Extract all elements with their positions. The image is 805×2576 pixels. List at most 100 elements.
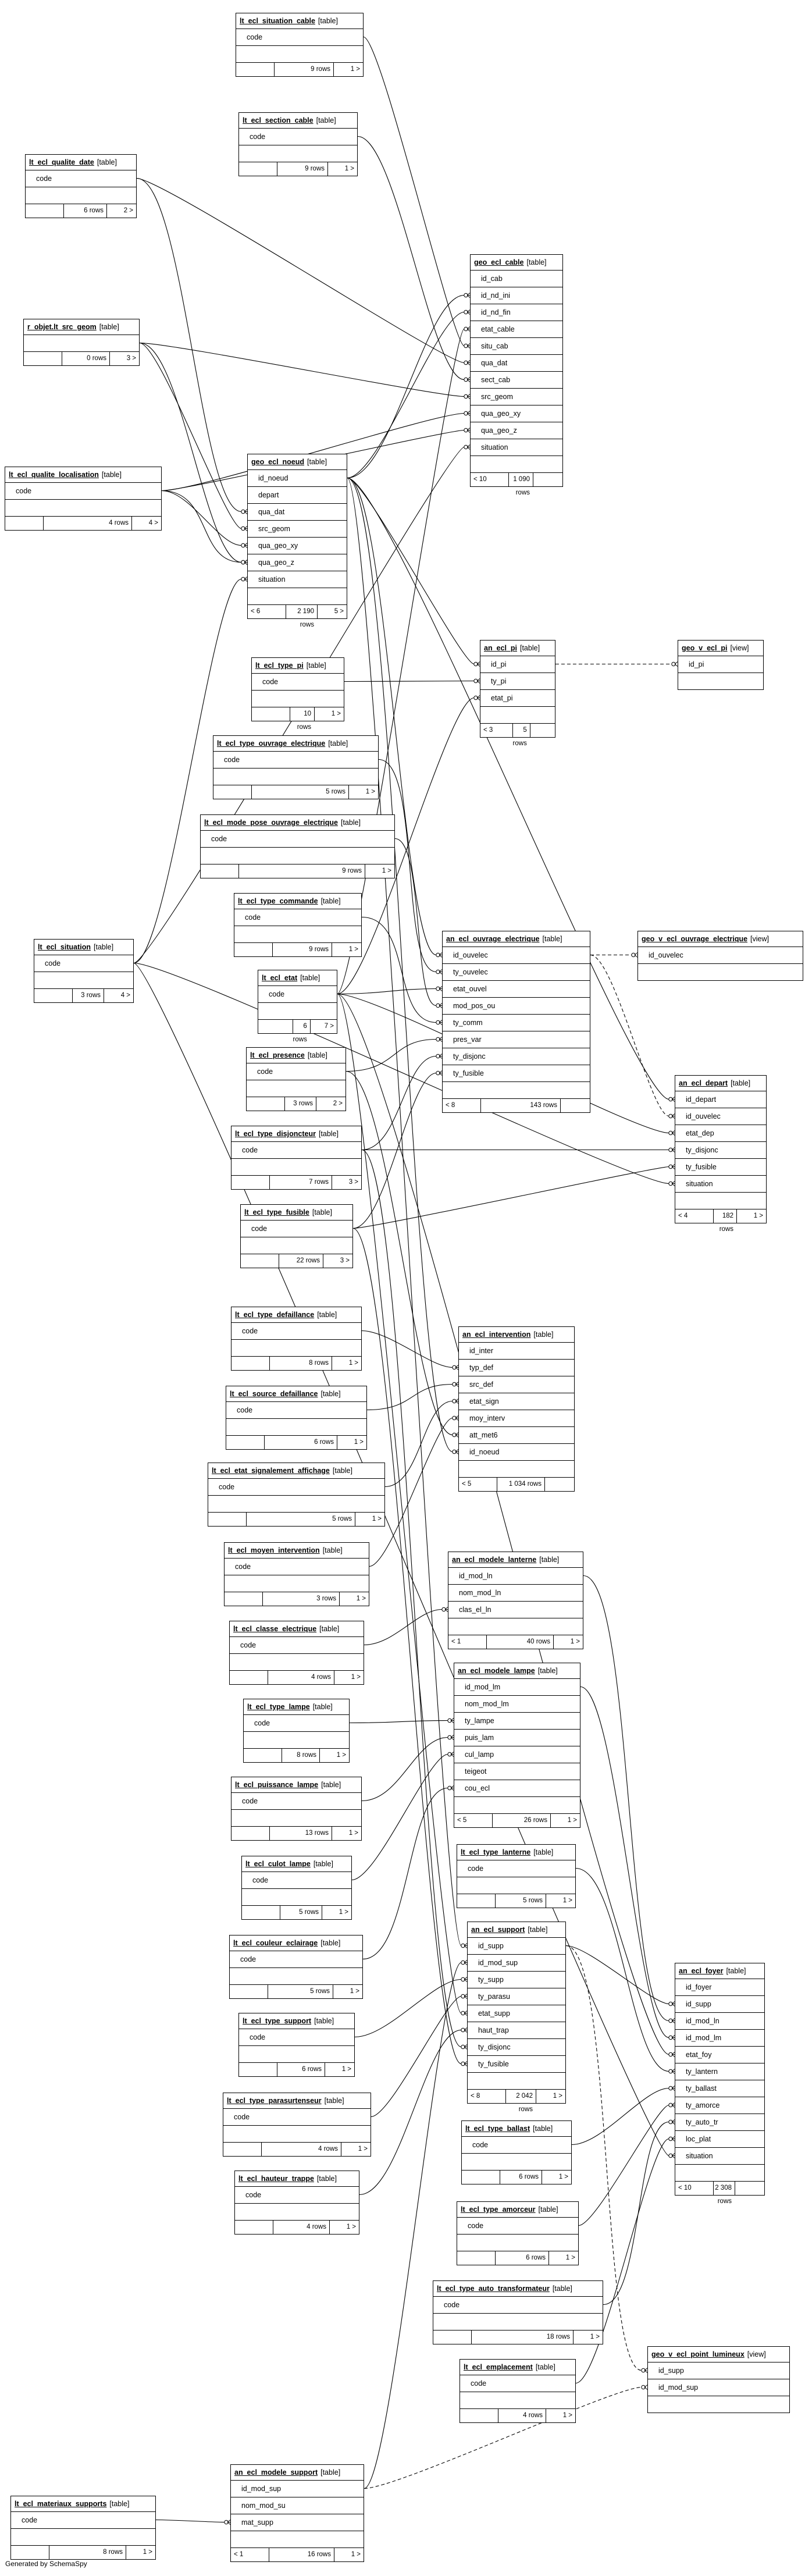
table-name[interactable]: lt_ecl_qualite_localisation bbox=[9, 471, 99, 479]
column-situation[interactable]: situation bbox=[675, 1176, 766, 1193]
column-etat-foy[interactable]: etat_foy bbox=[675, 2047, 764, 2063]
column-ty-lantern[interactable]: ty_lantern bbox=[675, 2063, 764, 2080]
table-name[interactable]: lt_ecl_type_disjoncteur bbox=[235, 1130, 316, 1138]
column-ty-amorce[interactable]: ty_amorce bbox=[675, 2097, 764, 2114]
column-code[interactable]: code bbox=[433, 2297, 603, 2314]
column-ty-parasu[interactable]: ty_parasu bbox=[468, 1988, 565, 2005]
table-name[interactable]: lt_ecl_type_defaillance bbox=[235, 1311, 315, 1319]
column-id-mod-lm[interactable]: id_mod_lm bbox=[675, 2030, 764, 2047]
column-nom-mod-su[interactable]: nom_mod_su bbox=[231, 2497, 364, 2514]
column-code[interactable]: code bbox=[230, 1951, 362, 1968]
column-mat-supp[interactable]: mat_supp bbox=[231, 2514, 364, 2531]
column-code[interactable]: code bbox=[239, 2029, 354, 2046]
column-etat-cable[interactable]: etat_cable bbox=[471, 321, 562, 338]
table-name[interactable]: lt_ecl_classe_electrique bbox=[233, 1625, 317, 1633]
column-code[interactable]: code bbox=[236, 29, 363, 46]
table-name[interactable]: lt_ecl_emplacement bbox=[464, 2363, 533, 2371]
column-ty-lampe[interactable]: ty_lampe bbox=[454, 1713, 580, 1730]
table-lt-ecl-etat-signalement-affichage[interactable]: lt_ecl_etat_signalement_affichage[table]… bbox=[208, 1463, 385, 1527]
column-code[interactable]: code bbox=[234, 909, 361, 926]
table-name[interactable]: lt_ecl_type_auto_transformateur bbox=[437, 2285, 550, 2293]
column-code[interactable]: code bbox=[34, 955, 133, 972]
column-code[interactable]: code bbox=[247, 1063, 345, 1080]
table-name[interactable]: geo_v_ecl_ouvrage_electrique bbox=[642, 935, 748, 943]
table-geo-v-ecl-pi[interactable]: geo_v_ecl_pi[view]id_pi bbox=[678, 640, 764, 690]
column-ty-comm[interactable]: ty_comm bbox=[443, 1015, 590, 1031]
table-name[interactable]: lt_ecl_type_lampe bbox=[247, 1703, 310, 1711]
column-qua-dat[interactable]: qua_dat bbox=[471, 355, 562, 372]
column-clas-el-ln[interactable]: clas_el_ln bbox=[448, 1602, 583, 1618]
column-src-geom[interactable]: src_geom bbox=[248, 521, 347, 538]
column-code[interactable]: code bbox=[241, 1221, 352, 1237]
table-name[interactable]: lt_ecl_type_fusible bbox=[244, 1208, 309, 1216]
column-cou-ecl[interactable]: cou_ecl bbox=[454, 1780, 580, 1797]
table-name[interactable]: lt_ecl_type_ballast bbox=[465, 2125, 530, 2133]
column-id-supp[interactable]: id_supp bbox=[675, 1996, 764, 2013]
column-code[interactable]: code bbox=[231, 1793, 361, 1810]
column-id-noeud[interactable]: id_noeud bbox=[248, 470, 347, 487]
column-code[interactable]: code bbox=[258, 986, 337, 1003]
column-id-ouvelec[interactable]: id_ouvelec bbox=[638, 947, 803, 964]
column-nom-mod-lm[interactable]: nom_mod_lm bbox=[454, 1696, 580, 1713]
column-id-mod-sup[interactable]: id_mod_sup bbox=[648, 2379, 789, 2396]
column-loc-plat[interactable]: loc_plat bbox=[675, 2131, 764, 2148]
column-etat-ouvel[interactable]: etat_ouvel bbox=[443, 981, 590, 998]
table-name[interactable]: lt_ecl_presence bbox=[250, 1051, 305, 1059]
column-code[interactable]: code bbox=[213, 752, 378, 768]
column-depart[interactable]: depart bbox=[248, 487, 347, 504]
table-name[interactable]: lt_ecl_etat bbox=[262, 974, 298, 982]
column-id-mod-ln[interactable]: id_mod_ln bbox=[675, 2013, 764, 2030]
table-name[interactable]: lt_ecl_qualite_date bbox=[29, 158, 94, 166]
column-nom-mod-ln[interactable]: nom_mod_ln bbox=[448, 1585, 583, 1602]
column-id-inter[interactable]: id_inter bbox=[459, 1343, 574, 1360]
column-ty-ballast[interactable]: ty_ballast bbox=[675, 2080, 764, 2097]
column-qua-dat[interactable]: qua_dat bbox=[248, 504, 347, 521]
column-id-depart[interactable]: id_depart bbox=[675, 1091, 766, 1108]
column-code[interactable]: code bbox=[26, 170, 136, 187]
column-etat-dep[interactable]: etat_dep bbox=[675, 1125, 766, 1142]
column-code[interactable]: code bbox=[242, 1872, 351, 1889]
table-name[interactable]: lt_ecl_situation bbox=[38, 943, 91, 951]
table-name[interactable]: an_ecl_modele_lampe bbox=[458, 1667, 535, 1675]
column-id-cab[interactable]: id_cab bbox=[471, 271, 562, 287]
table-name[interactable]: lt_ecl_type_ouvrage_electrique bbox=[217, 739, 326, 748]
column-ty-disjonc[interactable]: ty_disjonc bbox=[443, 1048, 590, 1065]
table-name[interactable]: an_ecl_foyer bbox=[679, 1967, 724, 1975]
column-id-noeud[interactable]: id_noeud bbox=[459, 1444, 574, 1461]
column-src-geom[interactable]: src_geom bbox=[471, 389, 562, 405]
table-an-ecl-ouvrage-electrique[interactable]: an_ecl_ouvrage_electrique[table]id_ouvel… bbox=[442, 931, 590, 1113]
column-mod-pos-ou[interactable]: mod_pos_ou bbox=[443, 998, 590, 1015]
column-ty-ouvelec[interactable]: ty_ouvelec bbox=[443, 964, 590, 981]
table-geo-v-ecl-ouvrage-electrique[interactable]: geo_v_ecl_ouvrage_electrique[view]id_ouv… bbox=[637, 931, 803, 981]
table-name[interactable]: lt_ecl_etat_signalement_affichage bbox=[212, 1467, 330, 1475]
column-situation[interactable]: situation bbox=[248, 571, 347, 588]
column-cul-lamp[interactable]: cul_lamp bbox=[454, 1746, 580, 1763]
table-name[interactable]: lt_ecl_type_parasurtenseur bbox=[227, 2097, 322, 2105]
column-att-met6[interactable]: att_met6 bbox=[459, 1427, 574, 1444]
column-etat-pi[interactable]: etat_pi bbox=[480, 690, 555, 707]
table-name[interactable]: an_ecl_modele_lanterne bbox=[452, 1556, 537, 1564]
column-ty-fusible[interactable]: ty_fusible bbox=[443, 1065, 590, 1082]
column-id-supp[interactable]: id_supp bbox=[468, 1938, 565, 1955]
table-name[interactable]: lt_ecl_situation_cable bbox=[240, 17, 315, 25]
column-id-foyer[interactable]: id_foyer bbox=[675, 1979, 764, 1996]
table-name[interactable]: lt_ecl_type_support bbox=[243, 2017, 312, 2025]
column-code[interactable]: code bbox=[252, 674, 344, 691]
column-code[interactable]: code bbox=[226, 1402, 366, 1419]
table-name[interactable]: lt_ecl_hauteur_trappe bbox=[238, 2175, 314, 2183]
